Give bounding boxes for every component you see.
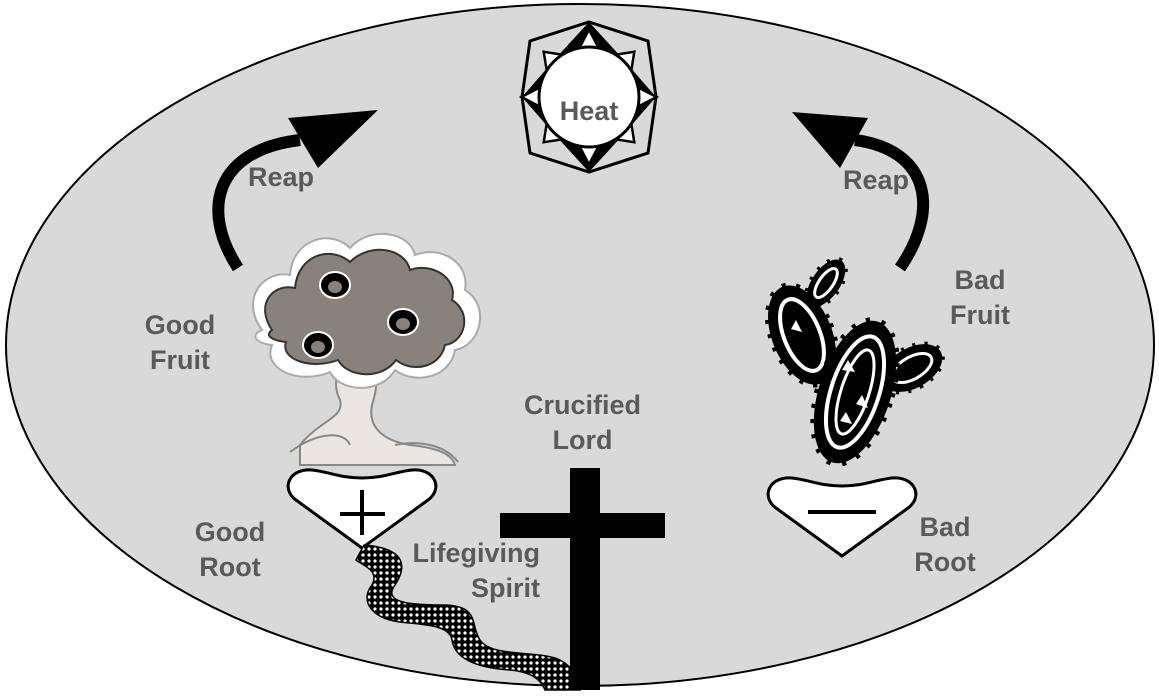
bad-root-label: Bad Root <box>905 510 985 580</box>
spirit-line-1: Lifegiving <box>400 536 540 571</box>
good-root-line-1: Good <box>190 515 270 550</box>
bad-fruit-label: Bad Fruit <box>940 263 1020 333</box>
lifegiving-spirit-label: Lifegiving Spirit <box>400 536 540 606</box>
good-fruit-line-1: Good <box>140 308 220 343</box>
crucified-line-1: Crucified <box>505 388 660 423</box>
bad-fruit-line-1: Bad <box>940 263 1020 298</box>
good-fruit-line-2: Fruit <box>140 343 220 378</box>
bad-fruit-line-2: Fruit <box>940 298 1020 333</box>
crucified-lord-label: Crucified Lord <box>505 388 660 458</box>
good-root-line-2: Root <box>190 550 270 585</box>
crucified-line-2: Lord <box>505 423 660 458</box>
good-fruit-label: Good Fruit <box>140 308 220 378</box>
spirit-line-2: Spirit <box>400 571 540 606</box>
bad-root-line-2: Root <box>905 545 985 580</box>
good-root-label: Good Root <box>190 515 270 585</box>
reap-label-right: Reap <box>843 163 909 198</box>
reap-label-left: Reap <box>248 160 314 195</box>
heat-label: Heat <box>537 96 641 127</box>
bad-root-line-1: Bad <box>905 510 985 545</box>
